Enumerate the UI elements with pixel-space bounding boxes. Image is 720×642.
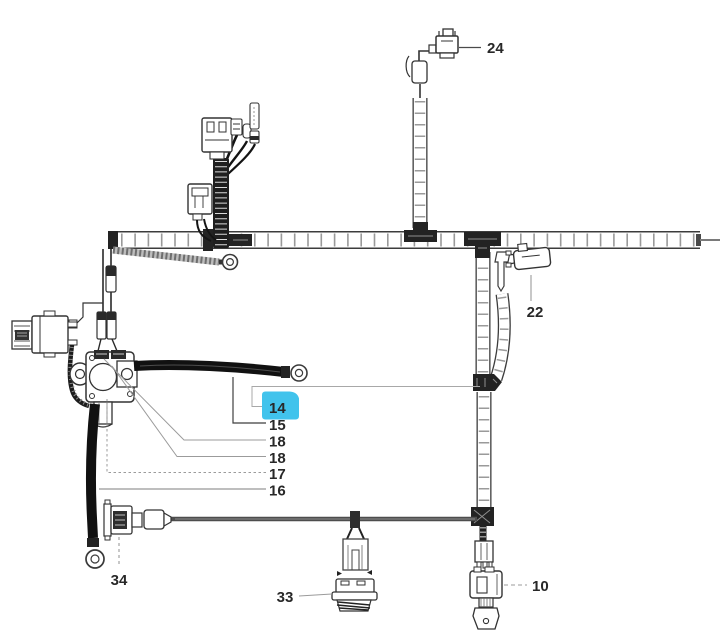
callout-33-label[interactable]: 33 xyxy=(277,589,294,606)
right-branch-tubes xyxy=(475,252,511,514)
harness-right-endcap xyxy=(696,234,701,246)
callout-16-label[interactable]: 16 xyxy=(269,483,286,500)
spade-terminals-top xyxy=(230,102,260,144)
fuse-holder-24-branch xyxy=(405,44,437,98)
positive-cable xyxy=(133,359,308,382)
blade-terminal xyxy=(494,251,511,293)
key-switch-10 xyxy=(469,526,503,630)
terminal-sleeve xyxy=(249,102,260,130)
callout-15-label[interactable]: 15 xyxy=(269,417,286,434)
connector-left-mid xyxy=(187,183,217,242)
leader-15 xyxy=(232,377,266,424)
leader-lines xyxy=(99,46,532,597)
leader-33 xyxy=(298,593,333,597)
leader-17 xyxy=(106,398,266,473)
leader-14 xyxy=(251,386,480,407)
leader-18a xyxy=(103,358,266,441)
ground-cable-down xyxy=(85,403,105,569)
harness-clamp-33 xyxy=(350,511,360,528)
callout-18b-label[interactable]: 18 xyxy=(269,450,286,467)
battery-switch xyxy=(69,350,138,428)
relay-link-wire xyxy=(75,302,103,325)
callout-17-label[interactable]: 17 xyxy=(269,466,286,483)
connector-2pin-top xyxy=(201,117,233,160)
callouts: 24 22 14 15 18 18 17 16 34 33 10 xyxy=(111,40,549,606)
fuse-wires xyxy=(63,249,118,352)
callout-34-label[interactable]: 34 xyxy=(111,572,128,589)
callout-18a-label[interactable]: 18 xyxy=(269,434,286,451)
connector-34 xyxy=(103,499,172,541)
callout-22-label[interactable]: 22 xyxy=(527,304,544,321)
leader-18b xyxy=(111,365,266,457)
lower-harness xyxy=(170,511,477,528)
harness-junction-clamps xyxy=(404,222,502,526)
plug-33 xyxy=(331,527,378,612)
callout-24-label[interactable]: 24 xyxy=(487,40,504,57)
callout-14-highlight[interactable] xyxy=(262,391,299,420)
safety-switch-24 xyxy=(435,28,459,59)
callout-10-label[interactable]: 10 xyxy=(532,578,549,595)
ground-strap xyxy=(112,246,239,271)
relay-block xyxy=(11,310,90,409)
callout-14-label[interactable]: 14 xyxy=(269,400,286,417)
harness-left-endcap xyxy=(108,231,118,249)
tube-merge-clamp xyxy=(473,374,502,391)
relay-22 xyxy=(505,242,552,271)
